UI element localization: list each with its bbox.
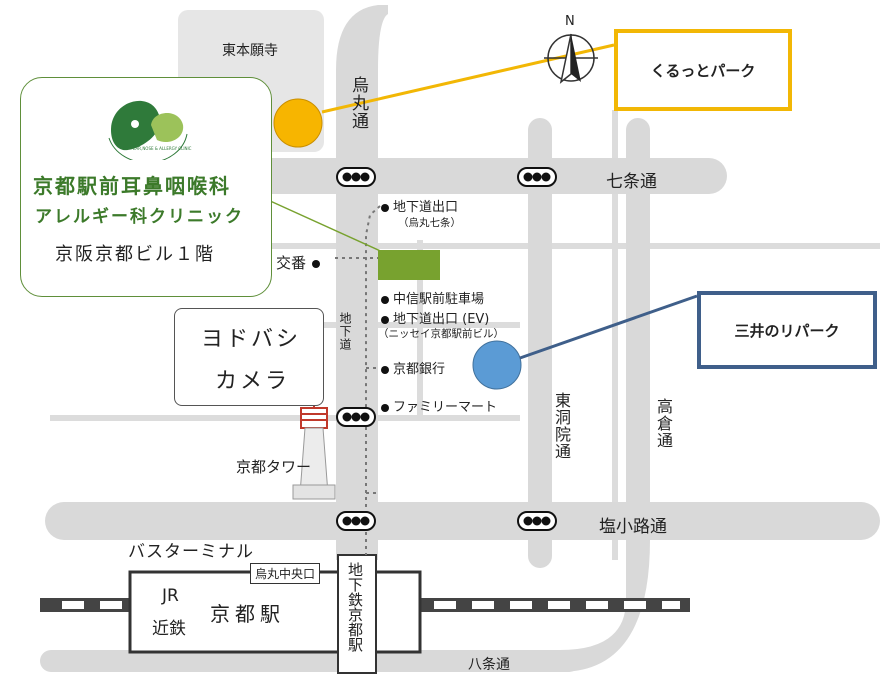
underground-path-label: 地下道 [338,312,352,351]
major-roads [40,5,880,672]
mitsui-repark-callout: 三井のリパーク [697,291,877,369]
kyoto-tower-icon [292,385,336,500]
clinic-logo-icon [108,100,188,160]
traffic-light [336,167,376,187]
yodobashi-camera-box: ヨドバシ カメラ [174,308,324,406]
traffic-light [336,511,376,531]
poi-dot-icon [381,315,389,324]
traffic-light [517,511,557,531]
clinic-pointer-line [267,199,397,259]
traffic-light [336,407,376,427]
jr-label: JR [162,586,179,606]
koban-dot-icon [312,259,321,268]
clinic-logo-text: EAR,NOSE & ALLERGY CLINIC [133,146,192,151]
kurutto-park-label: くるっとパーク [650,61,756,80]
poi-underground-exit-ev-sub: （ニッセイ京都駅前ビル） [378,328,504,340]
compass-north-label: N [565,14,575,29]
poi-dot-icon [381,403,389,412]
clinic-name: 京都駅前耳鼻咽喉科 [33,174,231,198]
underground-path [335,205,381,555]
traffic-light [517,167,557,187]
kintetsu-label: 近鉄 [152,619,186,639]
subway-kyoto-station-label: 地下鉄京都駅 [346,562,364,652]
compass-icon [544,33,598,84]
traffic-lights [336,167,557,531]
higashi-honganji-label: 東本願寺 [222,43,278,59]
kurutto-park-callout: くるっとパーク [614,29,792,111]
mitsui-repark-label: 三井のリパーク [734,321,840,340]
street-shichijo: 七条通 [606,172,657,192]
bus-terminal-label: バスターミナル [128,542,254,562]
mitsui-repark-marker [472,340,522,390]
poi-chushin-parking: 中信駅前駐車場 [381,288,484,307]
yodobashi-label-2: カメラ [215,369,291,394]
poi-dot-icon [381,365,389,374]
street-higashinotoin: 東洞院通 [552,392,571,460]
kyoto-station-label: 京都駅 [210,602,285,626]
mitsui-leader-line [519,294,698,360]
kurutto-leader-line [321,43,615,114]
poi-dot-icon [381,203,389,212]
koban-label: 交番 [276,252,321,273]
poi-kyoto-bank: 京都銀行 [381,358,445,377]
yodobashi-label-1: ヨドバシ [201,327,302,352]
kurutto-park-marker [273,98,323,148]
poi-familymart: ファミリーマート [381,396,497,415]
poi-underground-exit-karasuma7-sub: （烏丸七条） [398,217,461,229]
street-karasuma: 烏丸通 [348,76,368,130]
street-takakura: 高倉通 [654,398,673,449]
clinic-subname: アレルギー科クリニック [35,207,244,227]
subway-station-box [337,554,377,674]
poi-dot-icon [381,295,389,304]
clinic-info-box: EAR,NOSE & ALLERGY CLINIC 京都駅前耳鼻咽喉科 アレルギ… [20,77,272,297]
kyoto-tower-label: 京都タワー [236,458,312,476]
street-hachijo: 八条通 [468,657,510,673]
clinic-location: 京阪京都ビル１階 [55,244,215,265]
poi-underground-exit-karasuma7: 地下道出口 [381,196,458,215]
poi-underground-exit-ev: 地下道出口 (EV) [381,308,489,327]
street-shiokoji: 塩小路通 [599,517,667,537]
karasuma-central-exit-label: 烏丸中央口 [250,563,321,584]
